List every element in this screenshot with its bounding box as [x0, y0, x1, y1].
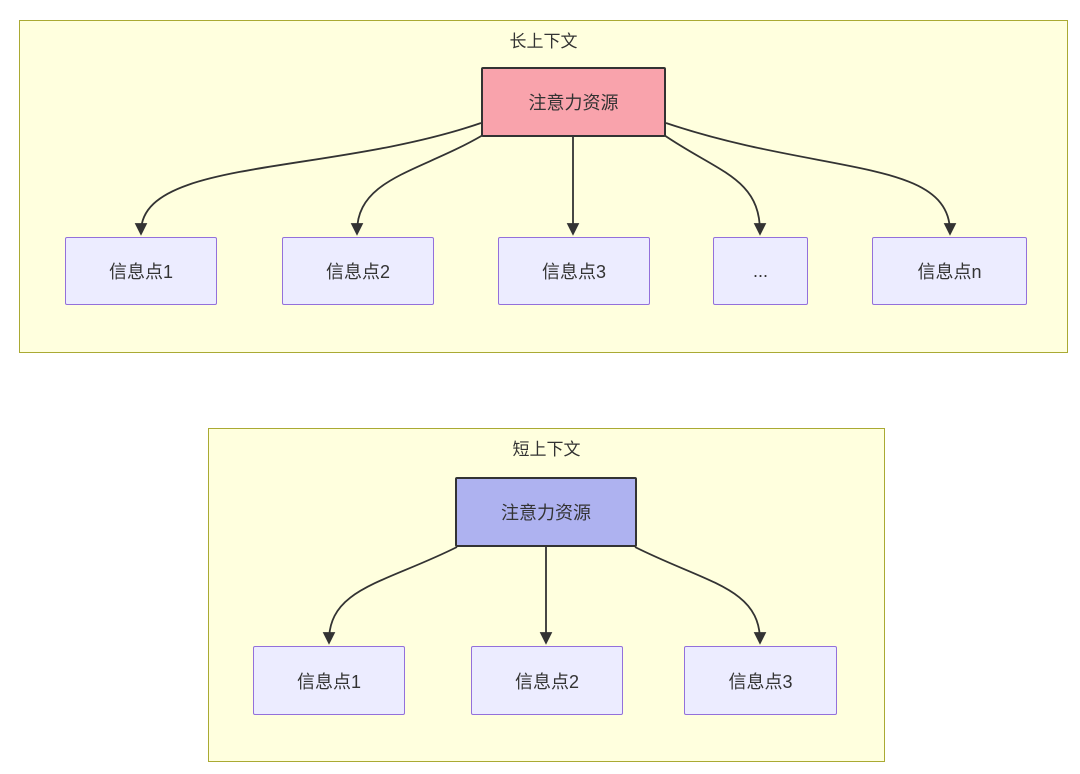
info-node-3-short: 信息点3	[684, 646, 837, 715]
info-node-1-short: 信息点1	[253, 646, 405, 715]
info-node-3-long: 信息点3	[498, 237, 650, 305]
panel-title-short-context: 短上下文	[512, 440, 581, 459]
attention-resource-node-long: 注意力资源	[481, 67, 666, 137]
attention-resource-node-short: 注意力资源	[455, 477, 637, 547]
info-node-ellipsis-long: ...	[713, 237, 808, 305]
info-node-1-long: 信息点1	[65, 237, 217, 305]
info-node-n-long: 信息点n	[872, 237, 1027, 305]
info-node-2-long: 信息点2	[282, 237, 434, 305]
info-node-2-short: 信息点2	[471, 646, 623, 715]
panel-title-long-context: 长上下文	[509, 32, 578, 51]
